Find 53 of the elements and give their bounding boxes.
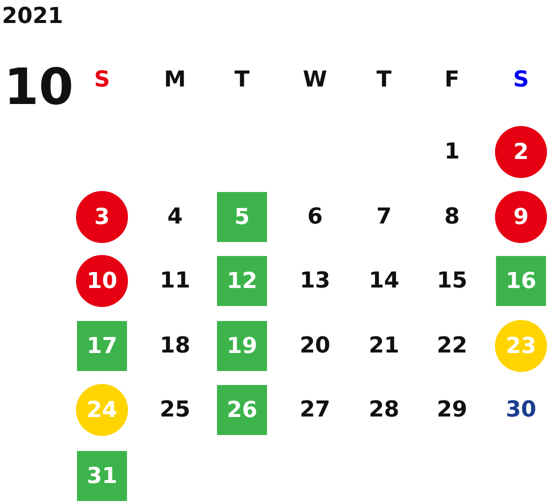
day-number: 23 [506, 334, 536, 358]
day-number: 1 [444, 140, 460, 164]
day-number: 3 [94, 204, 110, 230]
day-number: 21 [368, 334, 400, 358]
day-number: 24 [86, 398, 118, 422]
day-number: 5 [234, 204, 250, 230]
day-number: 27 [300, 398, 330, 422]
weekday-header: T [376, 68, 392, 92]
day-square [77, 321, 127, 371]
day-number: 18 [160, 334, 190, 358]
year-label: 2021 [2, 4, 64, 29]
day-number: 26 [226, 398, 258, 422]
day-square [77, 451, 127, 501]
day-number: 25 [160, 398, 190, 422]
day-number: 28 [368, 398, 400, 422]
day-circle [495, 126, 547, 178]
weekday-header: W [302, 68, 328, 92]
day-number: 15 [436, 268, 468, 294]
day-number: 8 [444, 204, 460, 230]
day-number: 29 [436, 398, 468, 422]
day-square [217, 256, 267, 306]
day-square [217, 321, 267, 371]
day-number: 12 [226, 268, 258, 294]
month-number: 10 [4, 62, 74, 112]
day-number: 6 [307, 204, 323, 230]
day-square [496, 256, 546, 306]
day-number: 30 [506, 398, 536, 422]
weekday-header: T [234, 68, 250, 92]
day-circle [76, 255, 128, 307]
day-circle [495, 320, 547, 372]
day-number: 14 [368, 268, 400, 294]
day-number: 13 [300, 268, 330, 294]
day-circle [76, 384, 128, 436]
day-number: 9 [513, 204, 529, 230]
day-number: 31 [86, 464, 118, 488]
day-number: 4 [167, 204, 183, 230]
weekday-header: F [444, 68, 460, 92]
day-square [217, 192, 267, 242]
weekday-header: M [164, 68, 186, 92]
day-circle [76, 191, 128, 243]
day-number: 20 [300, 334, 330, 358]
day-number: 22 [436, 334, 468, 358]
day-circle [495, 191, 547, 243]
day-number: 10 [86, 268, 118, 294]
day-number: 17 [86, 334, 118, 358]
weekday-header: S [513, 68, 529, 92]
day-number: 19 [226, 334, 258, 358]
day-number: 11 [160, 268, 190, 294]
day-number: 7 [376, 204, 392, 230]
day-number: 2 [513, 140, 529, 164]
weekday-header: S [94, 68, 110, 92]
day-number: 16 [506, 268, 536, 294]
day-square [217, 385, 267, 435]
